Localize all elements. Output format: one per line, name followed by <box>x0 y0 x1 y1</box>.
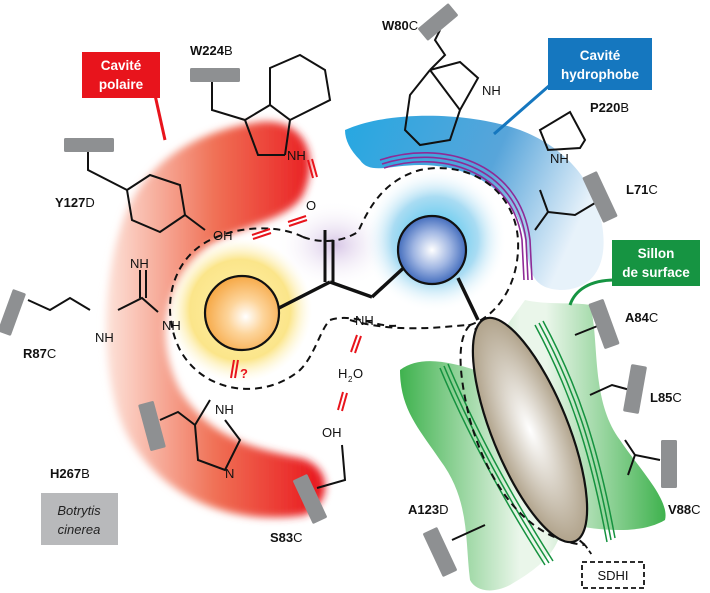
residue-label-a123: A123D <box>408 502 448 517</box>
sdhi-label: SDHI <box>581 544 645 589</box>
polar-cavity-label-box <box>82 52 160 98</box>
w80-nh-label: NH <box>482 83 501 98</box>
surface-groove-label-box <box>612 240 700 286</box>
surface-groove-label-line2: de surface <box>622 265 690 280</box>
organism-box <box>41 493 118 545</box>
polar-cavity-callout: Cavité polaire <box>82 52 167 141</box>
hydrophobic-cavity-label-line2: hydrophobe <box>561 67 639 82</box>
water-molecule: H 2 O <box>338 366 363 384</box>
residue-label-y127: Y127D <box>55 195 95 210</box>
organism-label: Botrytis cinerea <box>41 493 118 545</box>
h267-n-label: N <box>225 466 234 481</box>
anchor-h267 <box>138 401 166 451</box>
orange-ring-moiety <box>203 274 281 352</box>
sdhi-ligand: NH <box>203 214 589 544</box>
purple-halo <box>275 200 395 290</box>
hydrophobic-cavity-label-box <box>548 38 652 90</box>
organism-species: cinerea <box>58 522 101 537</box>
residue-label-p220: P220B <box>590 100 629 115</box>
hydrophobic-cavity-callout: Cavité hydrophobe <box>493 38 652 136</box>
surface-groove-label-line1: Sillon <box>638 246 675 261</box>
water-h-label: H <box>338 366 347 381</box>
anchor-l71 <box>582 171 618 223</box>
ligand-bond <box>274 280 331 312</box>
s83-oh-label: OH <box>322 425 342 440</box>
residue-label-v88: V88C <box>668 502 701 517</box>
water-o-label: O <box>353 366 363 381</box>
carbonyl-o-label: O <box>306 198 316 213</box>
beige-ellipse-moiety <box>471 316 589 544</box>
anchor-a84 <box>588 299 620 349</box>
organism-genus: Botrytis <box>57 503 101 518</box>
p220-nh-label: NH <box>550 151 569 166</box>
polar-cavity-label-line1: Cavité <box>101 58 142 73</box>
polar-cavity-region <box>106 121 326 518</box>
r87-nh-left-label: NH <box>95 330 114 345</box>
hydrophobic-rim-lines <box>379 152 533 281</box>
ligand-bond <box>329 280 373 299</box>
anchor-s83 <box>293 474 327 524</box>
hydrophobic-cavity-region <box>345 115 604 290</box>
sdhi-box <box>581 561 645 589</box>
anchor-w224 <box>190 68 240 82</box>
anchor-a123 <box>423 527 457 577</box>
residue-label-w80: W80C <box>382 18 418 33</box>
hydrophobic-cavity-label-line1: Cavité <box>580 48 621 63</box>
residue-label-l85: L85C <box>650 390 682 405</box>
residue-label-a84: A84C <box>625 310 658 325</box>
sidechains <box>27 29 661 541</box>
anchor-v88 <box>661 440 677 488</box>
residue-labels: W224B Y127D R87C H267B S83C W80C P220B L… <box>23 18 701 545</box>
surface-groove-callout: Sillon de surface <box>568 240 700 306</box>
water-subscript: 2 <box>348 375 353 384</box>
residue-label-s83: S83C <box>270 530 303 545</box>
anchor-w80 <box>418 3 458 41</box>
sdhi-text: SDHI <box>597 568 628 583</box>
r87-nh-top-label: NH <box>130 256 149 271</box>
residue-label-w224: W224B <box>190 43 233 58</box>
residue-label-l71: L71C <box>626 182 658 197</box>
residue-label-h267: H267B <box>50 466 90 481</box>
uncertain-hbond-mark: ? <box>240 366 248 381</box>
residue-label-r87: R87C <box>23 346 56 361</box>
r87-nh-right-label: NH <box>162 318 181 333</box>
h267-nh-label: NH <box>215 402 234 417</box>
hydrogen-bonds <box>230 158 362 412</box>
anchor-l85 <box>623 364 647 414</box>
anchor-y127 <box>64 138 114 152</box>
w224-nh-label: NH <box>287 148 306 163</box>
polar-cavity-label-line2: polaire <box>99 77 144 92</box>
y127-oh-label: OH <box>213 228 233 243</box>
blue-ring-moiety <box>396 214 468 286</box>
amide-nh-label: NH <box>355 313 374 328</box>
anchor-r87 <box>0 289 26 336</box>
ligand-bond <box>456 277 480 321</box>
backbone-anchors <box>0 3 677 577</box>
